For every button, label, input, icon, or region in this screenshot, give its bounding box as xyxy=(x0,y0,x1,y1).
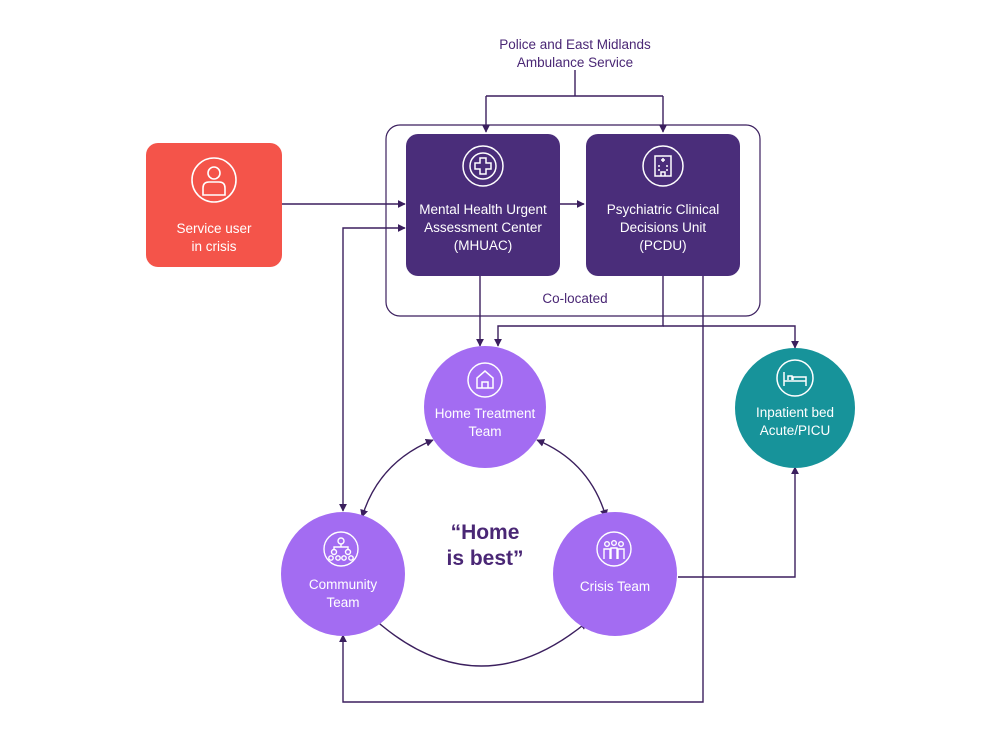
inpatient-line1: Inpatient bed xyxy=(755,405,835,420)
colocated-boundary xyxy=(385,124,761,317)
arrow-community-mhuac xyxy=(339,224,406,512)
home-treatment-line1: Home Treatment xyxy=(434,406,536,421)
service-user-label: Service user in crisis xyxy=(146,220,282,256)
mhuac-line3: (MHUAC) xyxy=(453,238,513,253)
arrow-police-to-mhuac xyxy=(486,95,663,132)
service-user-box xyxy=(146,143,282,267)
home-is-best-slogan: “Home is best” xyxy=(420,520,550,572)
inpatient-circle xyxy=(735,348,855,468)
crisis-label: Crisis Team xyxy=(553,578,677,596)
colocated-text: Co-located xyxy=(542,291,608,306)
arc-home-treatment-crisis xyxy=(536,439,608,518)
colocated-label: Co-located xyxy=(520,290,630,308)
arrow-pcdu-to-home-treatment xyxy=(494,276,664,347)
community-line2: Team xyxy=(326,595,360,610)
police-line2: Ambulance Service xyxy=(516,55,634,70)
mhuac-box xyxy=(406,134,560,276)
arrow-pcdu-to-community xyxy=(339,276,704,703)
home-treatment-label: Home Treatment Team xyxy=(424,405,546,441)
inpatient-label: Inpatient bed Acute/PICU xyxy=(735,404,855,440)
bed-icon xyxy=(776,359,814,397)
inpatient-line2: Acute/PICU xyxy=(759,423,831,438)
house-icon xyxy=(467,362,503,398)
home-treatment-line2: Team xyxy=(468,424,502,439)
pcdu-box xyxy=(586,134,740,276)
community-circle xyxy=(281,512,405,636)
pcdu-line1: Psychiatric Clinical xyxy=(606,202,720,217)
arrow-pcdu-to-inpatient xyxy=(663,325,799,349)
arrow-crisis-to-inpatient xyxy=(678,466,799,578)
hospital-building-icon xyxy=(642,145,684,187)
slogan-line1: “Home xyxy=(450,521,520,544)
medical-cross-icon xyxy=(462,145,504,187)
arc-community-crisis xyxy=(372,617,588,667)
pcdu-line3: (PCDU) xyxy=(639,238,687,253)
mhuac-line1: Mental Health Urgent xyxy=(419,202,547,217)
crisis-line1: Crisis Team xyxy=(579,579,651,594)
mhuac-label: Mental Health Urgent Assessment Center (… xyxy=(406,201,560,255)
group-icon xyxy=(596,531,632,567)
crisis-circle xyxy=(553,512,677,636)
pcdu-label: Psychiatric Clinical Decisions Unit (PCD… xyxy=(586,201,740,255)
slogan-line2: is best” xyxy=(446,547,524,570)
community-label: Community Team xyxy=(281,576,405,612)
community-line1: Community xyxy=(308,577,378,592)
police-line1: Police and East Midlands xyxy=(499,37,651,52)
service-user-line2: in crisis xyxy=(191,239,237,254)
home-treatment-circle xyxy=(424,346,546,468)
person-icon xyxy=(191,157,237,203)
service-user-line1: Service user xyxy=(176,221,252,236)
org-chart-icon xyxy=(323,531,359,567)
pcdu-line2: Decisions Unit xyxy=(619,220,707,235)
police-label: Police and East Midlands Ambulance Servi… xyxy=(450,36,700,72)
mhuac-line2: Assessment Center xyxy=(424,220,542,235)
arc-home-treatment-community xyxy=(360,439,434,518)
